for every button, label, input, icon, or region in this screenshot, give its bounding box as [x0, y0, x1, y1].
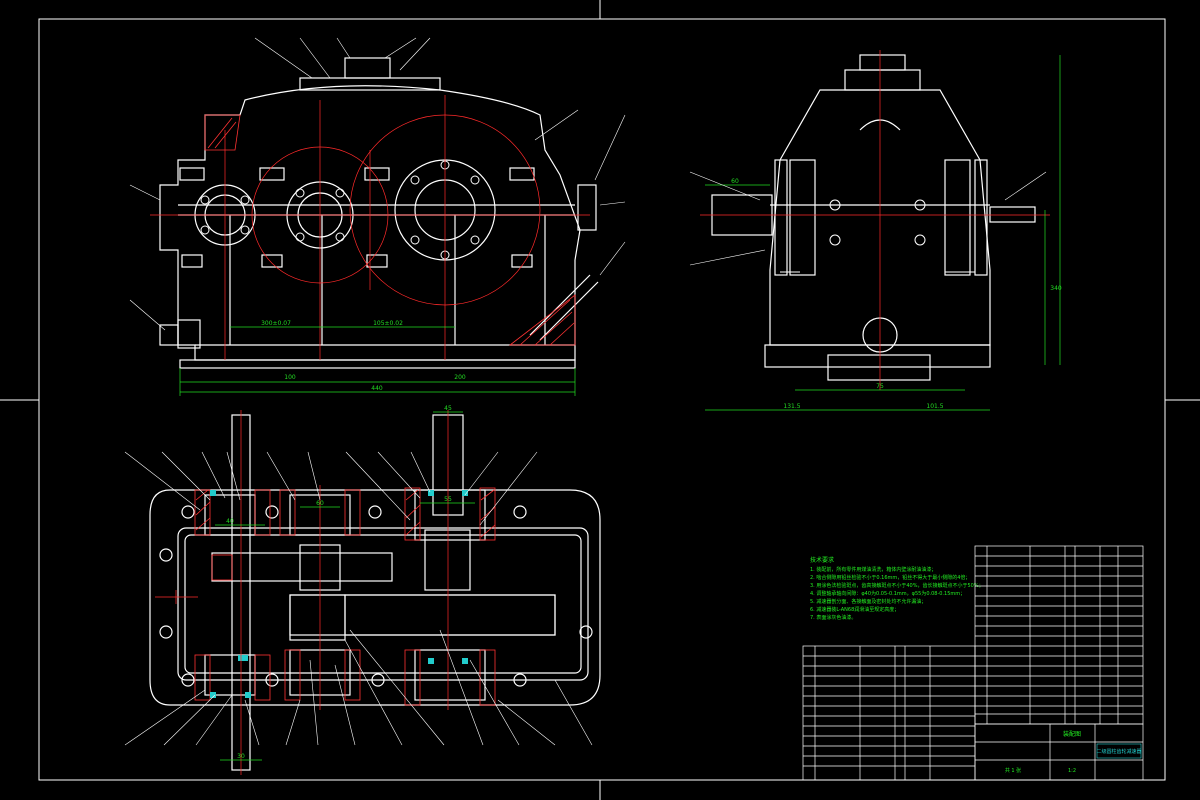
- dim-side-left: 131.5: [783, 403, 800, 410]
- notes-title: 技术要求: [810, 556, 834, 564]
- dim-top-input-shaft: 30: [237, 753, 245, 760]
- drawing-title: 二级圆柱齿轮减速器: [1096, 748, 1141, 755]
- dim-side-base: 75: [876, 383, 884, 390]
- dim-center-distance-1: 300±0.07: [261, 320, 291, 327]
- drawing-scale: 1:2: [1068, 768, 1076, 774]
- note-line: 6. 减速器装L-AN68润滑油至规定高度；: [810, 606, 899, 613]
- front-view: 300±0.07 105±0.02 100 200 440: [129, 37, 626, 396]
- dim-side-shaft: 60: [731, 178, 739, 185]
- dim-front-right: 200: [454, 374, 466, 381]
- drawing-number: 装配图: [1063, 730, 1081, 738]
- dim-top-output-shaft: 45: [444, 405, 452, 412]
- note-line: 7. 表面涂灰色油漆。: [810, 614, 856, 621]
- side-view: 60 75 340 131.5 101.5: [689, 50, 1062, 411]
- drawing-sheet: 共 1 张: [1005, 767, 1021, 774]
- dim-front-left: 100: [284, 374, 296, 381]
- note-line: 2. 啮合侧隙用铅丝检验不小于0.16mm，铅丝不得大于最小侧隙的4倍；: [810, 574, 970, 581]
- dim-side-height: 340: [1050, 285, 1062, 292]
- dim-top-bearing-1: 40: [226, 518, 234, 525]
- note-line: 5. 减速器剖分面、各接触面及密封处均不允许漏油；: [810, 598, 926, 605]
- dim-top-bearing-2: 60: [316, 500, 324, 507]
- top-view: 45 30 40 60 55: [124, 405, 601, 775]
- parts-list: [802, 545, 1144, 781]
- note-line: 1. 装配前，所有零件用煤油清洗，箱体内壁涂耐油油漆；: [810, 566, 936, 573]
- dim-side-right: 101.5: [926, 403, 943, 410]
- note-line: 3. 用涂色法检验斑点，齿高接触斑点不小于40%，齿长接触斑点不小于50%；: [810, 582, 984, 589]
- title-block: 二级圆柱齿轮减速器 装配图 1:2 共 1 张: [1005, 730, 1142, 774]
- dim-front-overall: 440: [371, 385, 383, 392]
- dim-center-distance-2: 105±0.02: [373, 320, 403, 327]
- note-line: 4. 调整轴承轴向间隙：φ40为0.05-0.1mm，φ55为0.08-0.15…: [810, 590, 965, 597]
- dim-top-bearing-3: 55: [444, 496, 452, 503]
- technical-notes: 技术要求 1. 装配前，所有零件用煤油清洗，箱体内壁涂耐油油漆； 2. 啮合侧隙…: [810, 556, 984, 621]
